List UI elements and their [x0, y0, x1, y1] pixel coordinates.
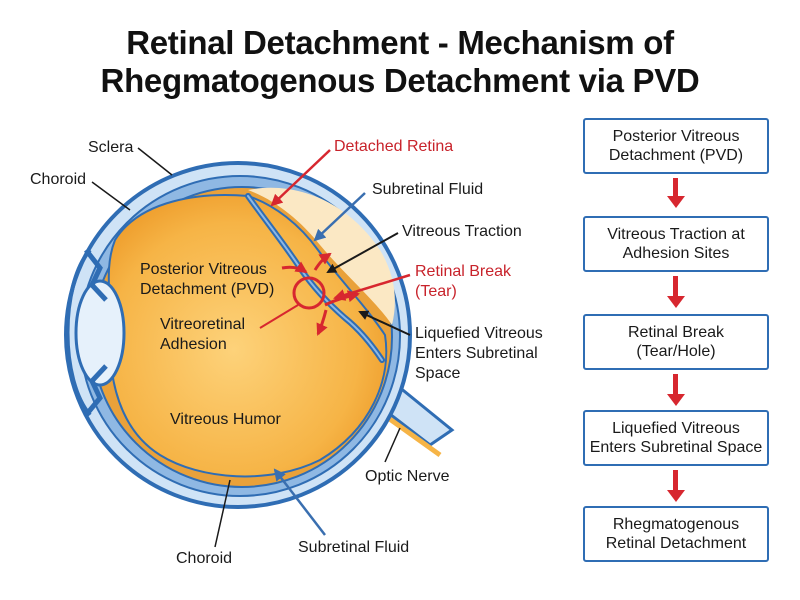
label-subretinal-fluid-bottom: Subretinal Fluid [298, 539, 409, 556]
label-vitreoretinal-line2: Adhesion [160, 336, 227, 353]
label-pvd-line1: Posterior Vitreous [140, 261, 267, 278]
leader-choroid-top [91, 181, 131, 211]
leader-optic-nerve [384, 427, 401, 463]
traction-arrow [316, 309, 328, 336]
flow-step-pvd-line2: Detachment (PVD) [608, 147, 744, 164]
leader-sclera [137, 147, 173, 176]
page-title: Retinal Detachment - Mechanism of Rhegma… [0, 24, 800, 100]
flow-arrow-4 [667, 470, 685, 502]
flow-step-rrd-line1: Rhegmatogenous [612, 516, 740, 533]
label-sclera: Sclera [88, 139, 133, 156]
flow-step-rrd-line2: Retinal Detachment [605, 535, 747, 552]
flow-step-liquefied-line2: Enters Subretinal Space [589, 439, 763, 456]
label-vitreous-humor: Vitreous Humor [170, 411, 282, 428]
flow-step-break: Retinal Break (Tear/Hole) [583, 314, 769, 370]
label-liquefied-line1: Liquefied Vitreous [415, 325, 543, 342]
flow-step-liquefied: Liquefied Vitreous Enters Subretinal Spa… [583, 410, 769, 466]
label-subretinal-fluid-top: Subretinal Fluid [372, 181, 483, 198]
retinal-break-marker [292, 276, 326, 310]
flow-step-break-line1: Retinal Break [627, 324, 725, 341]
flow-step-pvd-line1: Posterior Vitreous [612, 128, 740, 145]
title-line-1: Retinal Detachment - Mechanism of [126, 24, 674, 61]
label-liquefied-line3: Space [415, 365, 460, 382]
traction-arrow [281, 261, 308, 274]
subretinal-fluid-pocket [248, 187, 395, 325]
title-line-2: Rhegmatogenous Detachment via PVD [100, 62, 700, 99]
label-retinal-break-line2: (Tear) [415, 283, 457, 300]
lens [65, 248, 126, 417]
flow-arrow-2 [667, 276, 685, 308]
leader-liquefied-vitreous [358, 310, 411, 336]
leader-subretinal-top [313, 192, 366, 242]
label-vitreoretinal-line1: Vitreoretinal [160, 316, 245, 333]
leader-retinal-break [333, 273, 411, 301]
leader-detached-retina [270, 149, 331, 207]
label-vitreous-traction: Vitreous Traction [402, 223, 522, 240]
flow-arrow-3 [667, 374, 685, 406]
flow-arrow-1 [667, 178, 685, 208]
leader-vitreoretinal-adhesion [259, 304, 299, 329]
label-pvd-line2: Detachment (PVD) [140, 281, 274, 298]
label-detached-retina: Detached Retina [334, 138, 453, 155]
label-optic-nerve: Optic Nerve [365, 468, 450, 485]
flow-step-traction: Vitreous Traction at Adhesion Sites [583, 216, 769, 272]
leader-vitreous-traction [326, 232, 399, 273]
label-retinal-break-line1: Retinal Break [415, 263, 512, 280]
flow-step-pvd: Posterior Vitreous Detachment (PVD) [583, 118, 769, 174]
label-liquefied-line2: Enters Subretinal [415, 345, 538, 362]
flow-step-traction-line2: Adhesion Sites [622, 245, 730, 262]
flow-step-break-line2: (Tear/Hole) [636, 343, 716, 360]
label-choroid-top: Choroid [30, 171, 86, 188]
flow-step-traction-line1: Vitreous Traction at [607, 226, 745, 243]
label-choroid-bottom: Choroid [176, 550, 232, 567]
flow-step-rrd: Rhegmatogenous Retinal Detachment [583, 506, 769, 562]
flow-step-liquefied-line1: Liquefied Vitreous [612, 420, 740, 437]
leader-choroid-bottom [214, 479, 231, 548]
leader-subretinal-bottom [273, 468, 326, 536]
traction-arrow [313, 252, 332, 271]
